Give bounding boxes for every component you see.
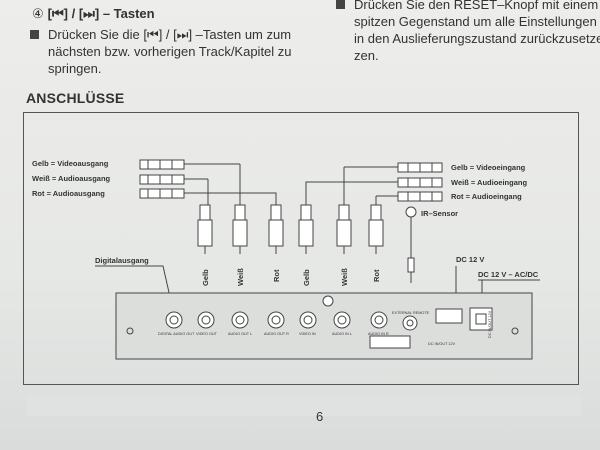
label-yellow-video-out: Gelb = Videoausgang <box>32 159 109 168</box>
right-rca-cables <box>305 162 443 205</box>
text-line: spitzen Gegenstand um alle Einstellungen <box>354 14 597 29</box>
label-dc-12v: DC 12 V <box>456 255 485 264</box>
text-line: zen. <box>354 48 379 63</box>
port-label-video-in: VIDEO IN <box>299 332 316 336</box>
page-number: 6 <box>316 409 324 424</box>
label-ir-sensor: IR–Sensor <box>421 209 459 218</box>
plug-label-white-2: Weiß <box>340 268 349 286</box>
left-column: ④[⏮] / [⏭] – Tasten Drücken Sie die [⏮] … <box>30 6 330 77</box>
plug-label-yellow-2: Gelb <box>302 269 311 286</box>
vertical-plugs <box>197 204 384 254</box>
port-label-dc-inout-2: DC IN/OUT 12V <box>488 310 492 338</box>
bullet-paragraph: Drücken Sie die [⏮] / [⏭] –Tasten um zum… <box>30 26 330 77</box>
port-label-audio-in-l: AUDIO IN L <box>332 332 353 336</box>
footer-bar <box>26 396 582 416</box>
label-dc-12v-acdc: DC 12 V – AC/DC <box>478 270 539 279</box>
ir-sensor-cable <box>405 206 417 283</box>
text-line: springen. <box>48 61 102 76</box>
plug-label-red: Rot <box>272 269 281 283</box>
bullet-paragraph: Drücken Sie den RESET–Knopf mit einem sp… <box>336 0 600 64</box>
text-line: Drücken Sie den RESET–Knopf mit einem <box>354 0 599 12</box>
square-bullet-icon <box>336 0 345 9</box>
label-yellow-video-in: Gelb = Videoeingang <box>451 163 526 172</box>
text-line: in den Auslieferungszustand zurückzusetz… <box>354 31 600 46</box>
port-label-dc-inout: DC IN/OUT 12V <box>428 342 456 346</box>
port-label-audio-out-l: AUDIO OUT L <box>228 332 253 336</box>
square-bullet-icon <box>30 30 39 39</box>
port-label-audio-out-r: AUDIO OUT R <box>264 332 289 336</box>
left-rca-cables <box>139 159 277 205</box>
section-title: ANSCHLÜSSE <box>26 90 125 106</box>
text-line: Drücken Sie die [⏮] / [⏭] –Tasten um zum <box>48 27 292 42</box>
port-label-video-out: VIDEO OUT <box>196 332 217 336</box>
plug-label-white: Weiß <box>236 268 245 286</box>
label-red-audio-in: Rot = Audioeingang <box>451 192 522 201</box>
label-red-audio-out: Rot = Audioausgang <box>32 189 105 198</box>
port-label-audio-in-r: AUDIO IN R <box>368 332 389 336</box>
plug-label-yellow: Gelb <box>201 269 210 286</box>
heading-text: [⏮] / [⏭] – Tasten <box>47 6 155 21</box>
port-label-external-remote: EXTERNAL REMOTE <box>392 311 430 315</box>
label-white-audio-in: Weiß = Audioeingang <box>451 178 528 187</box>
label-white-audio-out: Weiß = Audioausgang <box>32 174 111 183</box>
device-back-panel <box>115 292 533 360</box>
label-digital-out: Digitalausgang <box>95 256 149 265</box>
step-number: ④ <box>32 6 44 21</box>
right-column: Drücken Sie den RESET–Knopf mit einem sp… <box>336 0 600 64</box>
step-heading: ④[⏮] / [⏭] – Tasten <box>32 6 330 22</box>
text-line: nächsten bzw. vorherigen Track/Kapitel z… <box>48 44 292 59</box>
port-label-digital-audio-out: DIGITAL AUDIO OUT <box>158 332 195 336</box>
plug-label-red-2: Rot <box>372 269 381 283</box>
diagram-frame <box>23 112 579 385</box>
